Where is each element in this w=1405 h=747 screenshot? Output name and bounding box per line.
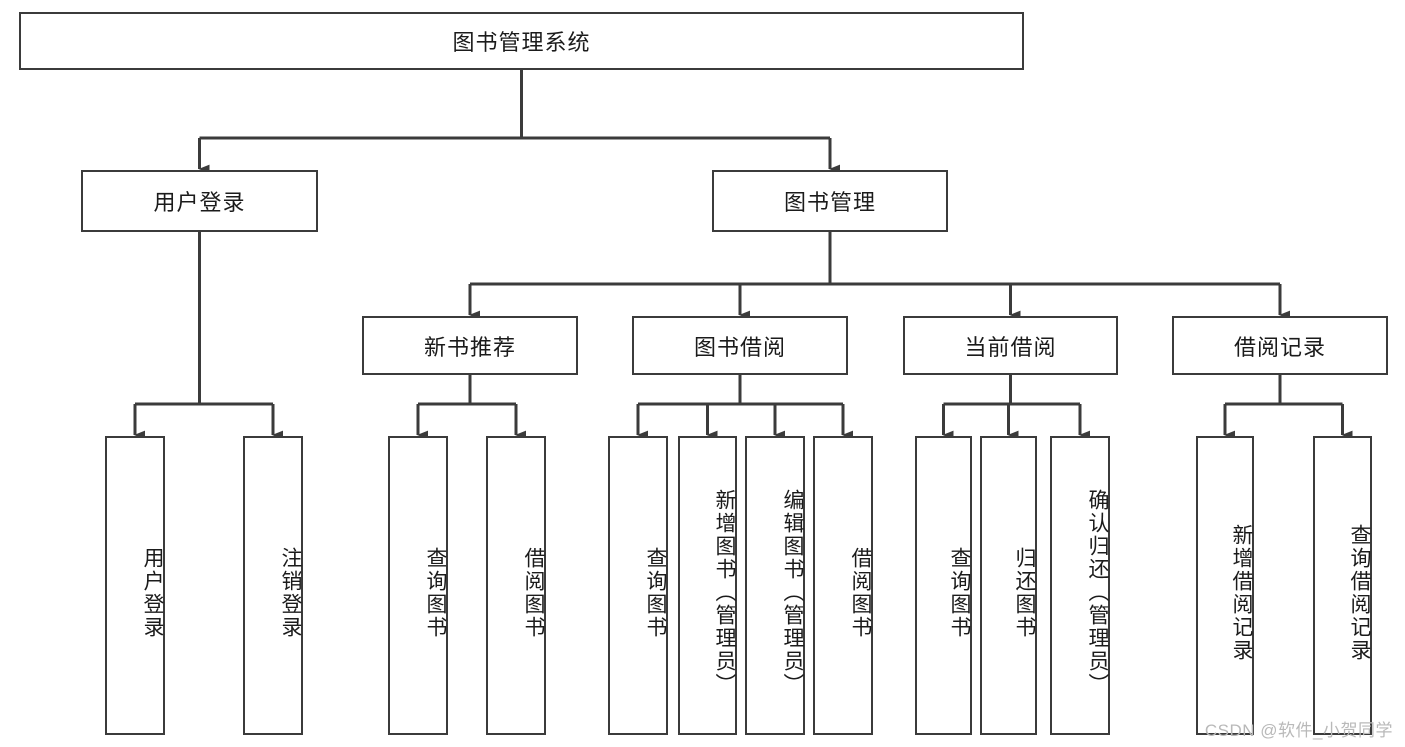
node-label: 查询图书	[948, 546, 971, 639]
node-leaf-bb-query: 查询图书	[608, 436, 668, 735]
node-label: 归还图书	[1013, 546, 1036, 639]
node-label: 查询借阅记录	[1348, 523, 1371, 662]
node-leaf-br-add: 新增借阅记录	[1196, 436, 1254, 735]
node-user-login: 用户登录	[81, 170, 318, 232]
node-label: 确认归还（管理员）	[1086, 489, 1109, 696]
node-current-borrow: 当前借阅	[903, 316, 1118, 375]
node-root: 图书管理系统	[19, 12, 1024, 70]
node-label: 图书借阅	[693, 334, 786, 360]
node-leaf-br-query: 查询借阅记录	[1313, 436, 1372, 735]
node-leaf-bb-add: 新增图书（管理员）	[678, 436, 737, 735]
node-new-book-rec: 新书推荐	[362, 316, 578, 375]
node-label: 当前借阅	[964, 334, 1057, 360]
node-label: 借阅图书	[522, 546, 545, 639]
node-leaf-bb-borrow: 借阅图书	[813, 436, 873, 735]
node-label: 编辑图书（管理员）	[781, 489, 804, 696]
node-label: 注销登录	[279, 546, 302, 639]
node-leaf-rec-query: 查询图书	[388, 436, 448, 735]
node-leaf-cb-query: 查询图书	[915, 436, 972, 735]
node-label: 图书管理	[783, 190, 876, 215]
node-label: 查询图书	[644, 546, 667, 639]
node-leaf-cb-confirm: 确认归还（管理员）	[1050, 436, 1110, 735]
node-label: 借阅记录	[1233, 334, 1326, 360]
node-leaf-cb-return: 归还图书	[980, 436, 1037, 735]
node-label: 新增借阅记录	[1230, 523, 1253, 662]
edge-paths	[133, 70, 1353, 440]
node-label: 用户登录	[153, 190, 246, 215]
node-borrow-record: 借阅记录	[1172, 316, 1388, 375]
node-leaf-logout: 注销登录	[243, 436, 303, 735]
node-label: 新增图书（管理员）	[713, 489, 736, 696]
node-label: 借阅图书	[849, 546, 872, 639]
node-label: 查询图书	[424, 546, 447, 639]
node-book-manage: 图书管理	[712, 170, 948, 232]
node-leaf-rec-borrow: 借阅图书	[486, 436, 546, 735]
node-leaf-bb-edit: 编辑图书（管理员）	[745, 436, 805, 735]
node-label: 图书管理系统	[452, 30, 591, 55]
watermark: CSDN @软件_小贺同学	[1204, 721, 1393, 740]
node-label: 新书推荐	[423, 334, 516, 360]
node-label: 用户登录	[141, 546, 164, 639]
node-leaf-user-login: 用户登录	[105, 436, 165, 735]
node-book-borrow: 图书借阅	[632, 316, 848, 375]
